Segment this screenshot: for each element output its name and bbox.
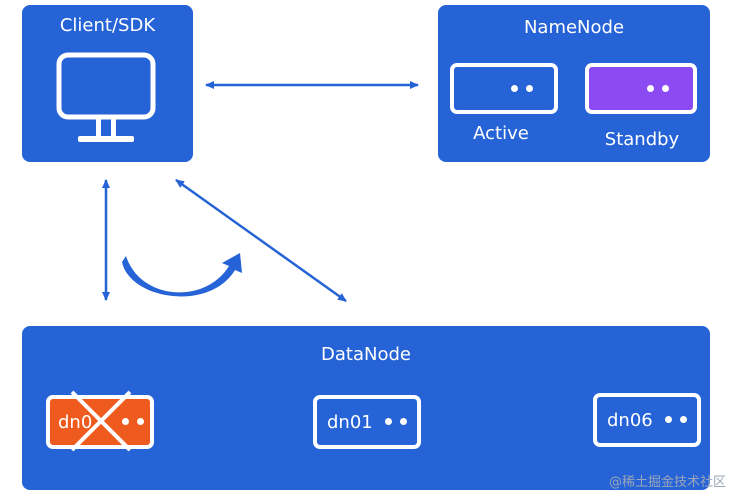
active-label: Active	[473, 123, 529, 144]
dn01-label: dn01	[327, 412, 373, 433]
watermark: @稀土掘金技术社区	[608, 475, 726, 490]
indicator-dot	[137, 418, 144, 425]
datanode-dn06: dn06	[593, 393, 701, 447]
datanode-dn0-failed: dn0	[46, 395, 154, 449]
dn06-label: dn06	[607, 410, 653, 431]
indicator-dot	[511, 85, 518, 92]
curved-redirect-arrow	[122, 253, 242, 297]
indicator-dot	[400, 418, 407, 425]
indicator-dot	[680, 416, 687, 423]
indicator-dot	[662, 85, 669, 92]
standby-label: Standby	[604, 129, 680, 150]
active-node-icon	[450, 63, 558, 114]
indicator-dot	[385, 418, 392, 425]
dn0-label: dn0	[58, 412, 93, 433]
namenode-box: NameNode Active Standby	[438, 5, 710, 162]
failed-cross-icon	[70, 390, 132, 452]
datanode-dn01: dn01	[313, 395, 421, 449]
client-sdk-box: Client/SDK	[22, 5, 193, 162]
datanode-box: DataNode dn0 dn01 dn06	[22, 326, 710, 490]
namenode-title: NameNode	[523, 17, 625, 38]
monitor-icon	[56, 52, 156, 142]
client-datanode-diagonal-arrow	[175, 178, 347, 303]
datanode-title: DataNode	[321, 344, 411, 365]
indicator-dot	[526, 85, 533, 92]
indicator-dot	[122, 418, 129, 425]
indicator-dot	[665, 416, 672, 423]
indicator-dot	[647, 85, 654, 92]
standby-node-icon	[585, 63, 697, 114]
client-title: Client/SDK	[59, 15, 156, 36]
